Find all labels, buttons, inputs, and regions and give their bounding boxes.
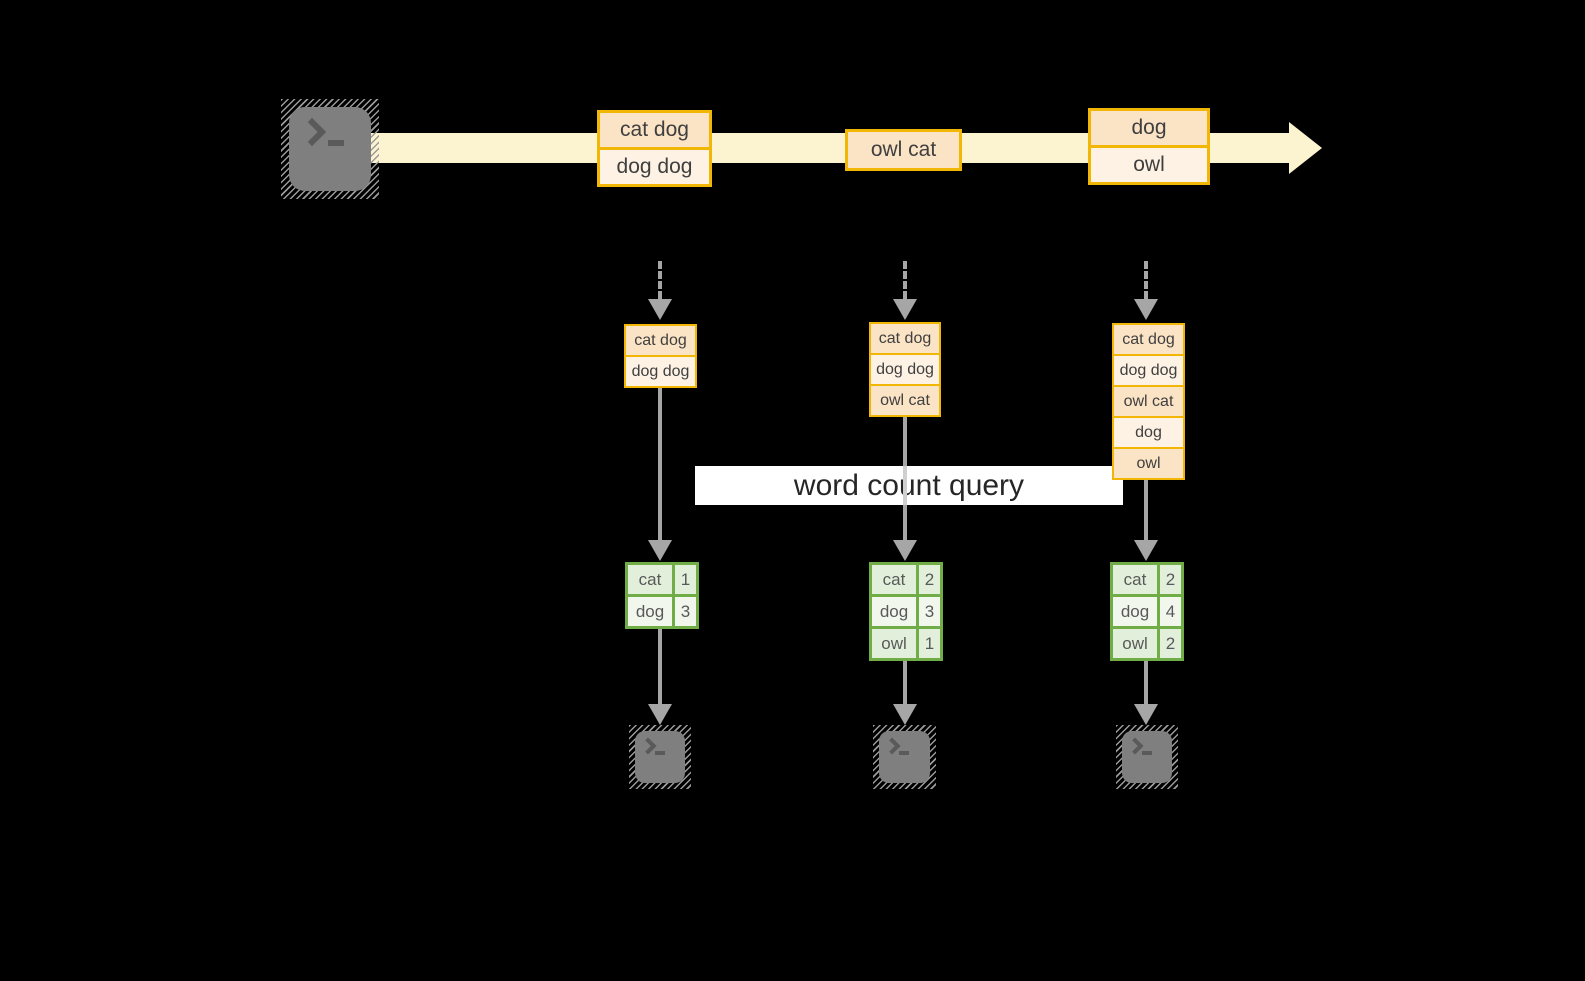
word-count-table-2: cat 2 dog 3 owl 1 — [869, 562, 943, 661]
sink-arrow-head-1 — [648, 704, 672, 725]
count-cell: 2 — [919, 565, 940, 594]
dashed-arrow-head-2 — [893, 299, 917, 320]
batch-box-1: cat dog dog dog — [597, 110, 712, 187]
dashed-arrow-head-1 — [648, 299, 672, 320]
word-cell: owl — [872, 629, 916, 658]
connector-line-2a — [903, 417, 907, 466]
dashed-arrow-line-2 — [903, 261, 907, 299]
count-cell: 2 — [1160, 565, 1181, 594]
batch-box-3: dog owl — [1088, 108, 1210, 185]
count-cell: 3 — [919, 597, 940, 626]
prompt-underscore-icon — [1142, 751, 1152, 755]
input-line: cat dog — [1114, 325, 1183, 354]
source-terminal-icon — [281, 99, 379, 199]
sink-line-3 — [1144, 661, 1148, 705]
batch-line: cat dog — [600, 113, 709, 147]
word-cell: owl — [1113, 629, 1157, 658]
query-label: word count query — [695, 466, 1123, 505]
word-cell: cat — [872, 565, 916, 594]
dashed-arrow-head-3 — [1134, 299, 1158, 320]
connector-arrow-head-3 — [1134, 540, 1158, 561]
input-line: dog dog — [871, 355, 939, 384]
batch-line: dog dog — [600, 150, 709, 184]
input-line: owl cat — [871, 386, 939, 415]
sink-terminal-icon-2 — [873, 725, 936, 789]
input-line: dog dog — [1114, 356, 1183, 385]
batch-line: owl cat — [848, 132, 959, 168]
prompt-underscore-icon — [655, 751, 665, 755]
batch-line: dog — [1091, 111, 1207, 145]
input-line: owl cat — [1114, 387, 1183, 416]
word-cell: dog — [1113, 597, 1157, 626]
sink-arrow-head-2 — [893, 704, 917, 725]
prompt-chevron-icon — [883, 737, 901, 755]
input-line: cat dog — [871, 324, 939, 353]
count-cell: 4 — [1160, 597, 1181, 626]
word-cell: cat — [1113, 565, 1157, 594]
input-buffer-3: cat dog dog dog owl cat dog owl — [1112, 323, 1185, 480]
connector-line-2b — [903, 466, 907, 505]
sink-terminal-icon-3 — [1116, 725, 1178, 789]
connector-arrow-head-1 — [648, 540, 672, 561]
count-cell: 2 — [1160, 629, 1181, 658]
prompt-chevron-icon — [1126, 737, 1144, 755]
word-cell: dog — [628, 597, 672, 626]
word-cell: dog — [872, 597, 916, 626]
prompt-underscore-icon — [899, 751, 909, 755]
input-line: owl — [1114, 449, 1183, 478]
stream-arrow-head — [1289, 122, 1322, 174]
dashed-arrow-line-1 — [658, 261, 662, 299]
prompt-underscore-icon — [328, 140, 344, 146]
sink-line-2 — [903, 661, 907, 705]
input-line: dog — [1114, 418, 1183, 447]
sink-arrow-head-3 — [1134, 704, 1158, 725]
count-cell: 3 — [675, 597, 696, 626]
batch-line: owl — [1091, 148, 1207, 182]
count-cell: 1 — [675, 565, 696, 594]
prompt-chevron-icon — [297, 117, 327, 147]
terminal-body — [1122, 731, 1172, 783]
input-buffer-1: cat dog dog dog — [624, 324, 697, 388]
dashed-arrow-line-3 — [1144, 261, 1148, 299]
input-line: cat dog — [626, 326, 695, 355]
word-count-table-3: cat 2 dog 4 owl 2 — [1110, 562, 1184, 661]
word-count-table-1: cat 1 dog 3 — [625, 562, 699, 629]
input-buffer-2: cat dog dog dog owl cat — [869, 322, 941, 417]
prompt-chevron-icon — [639, 737, 657, 755]
terminal-body — [879, 731, 930, 783]
connector-line-2c — [903, 505, 907, 540]
connector-line-3 — [1144, 480, 1148, 540]
terminal-body — [635, 731, 685, 783]
count-cell: 1 — [919, 629, 940, 658]
input-line: dog dog — [626, 357, 695, 386]
connector-arrow-head-2 — [893, 540, 917, 561]
word-cell: cat — [628, 565, 672, 594]
connector-line-1 — [658, 388, 662, 540]
sink-line-1 — [658, 629, 662, 705]
sink-terminal-icon-1 — [629, 725, 691, 789]
terminal-body — [289, 107, 371, 191]
batch-box-2: owl cat — [845, 129, 962, 171]
